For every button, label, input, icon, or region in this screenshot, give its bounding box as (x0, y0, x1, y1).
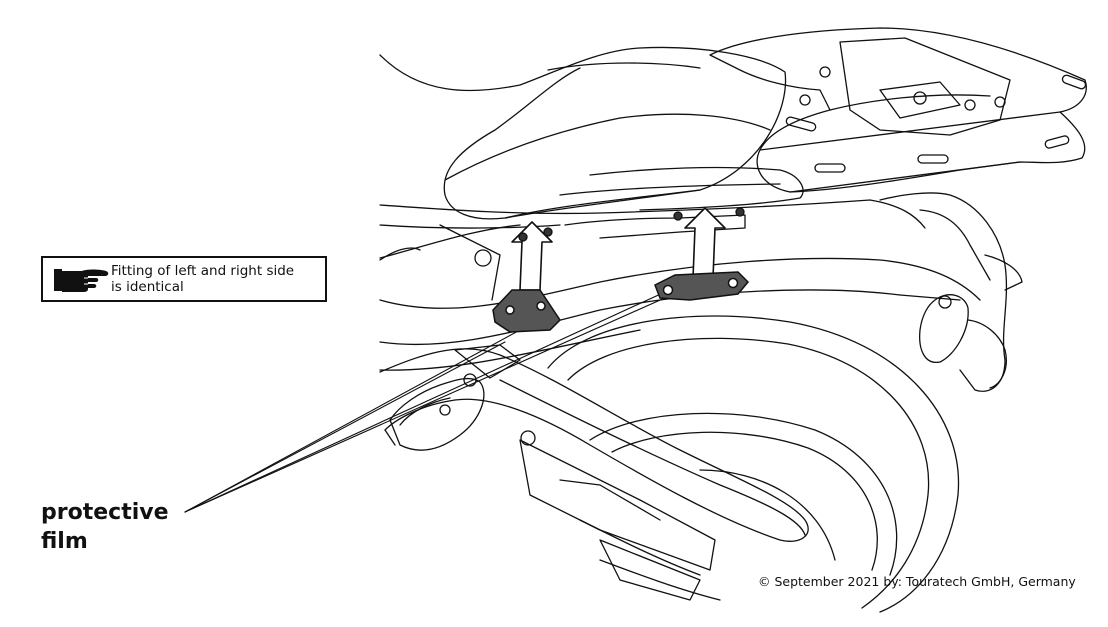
frame-bolt-left-2 (543, 227, 553, 237)
frame-bolt-right-1 (673, 211, 683, 221)
luggage-rack (709, 27, 1087, 193)
fitting-note-text: Fitting of left and right side is identi… (111, 263, 295, 295)
frame-bolt-right-2 (735, 207, 745, 217)
protective-film-leader-lines (184, 279, 706, 513)
protective-film-plate-right (654, 271, 750, 301)
footpeg-bracket (384, 344, 521, 451)
pointing-hand-icon (54, 269, 109, 292)
rear-wheel (547, 315, 960, 613)
protective-film-plate-left (492, 289, 561, 333)
seat (379, 46, 787, 220)
copyright-notice: © September 2021 by: Touratech GmbH, Ger… (758, 574, 1076, 589)
protective-film-label: protective film (41, 500, 169, 554)
swingarm (379, 348, 809, 601)
frame-bolt-left-1 (518, 232, 528, 242)
subframe (379, 166, 1023, 392)
fitting-note: Fitting of left and right side is identi… (41, 256, 327, 302)
mounting-arrow-right (684, 207, 726, 279)
